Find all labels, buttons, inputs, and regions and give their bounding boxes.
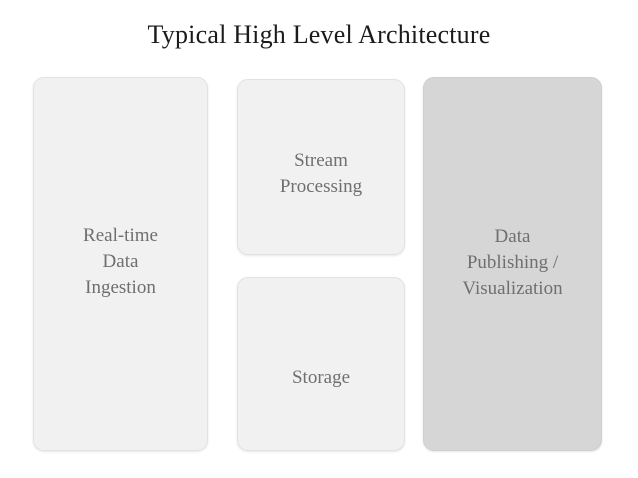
diagram-box-label: Storage xyxy=(291,367,351,388)
diagram-box-real-time-data-ingestion[interactable]: Real-time Data Ingestion xyxy=(33,77,208,451)
diagram-box-label: Stream Processing xyxy=(279,150,363,197)
page-title: Typical High Level Architecture xyxy=(147,20,491,49)
diagram-box-data-publishing-visualization[interactable]: Data Publishing / Visualization xyxy=(423,77,602,451)
diagram-box-label: Real-time Data Ingestion xyxy=(83,225,158,298)
diagram-box-label: Data Publishing / Visualization xyxy=(462,226,563,299)
diagram-box-storage[interactable]: Storage xyxy=(237,277,405,451)
diagram-box-stream-processing[interactable]: Stream Processing xyxy=(237,79,405,255)
